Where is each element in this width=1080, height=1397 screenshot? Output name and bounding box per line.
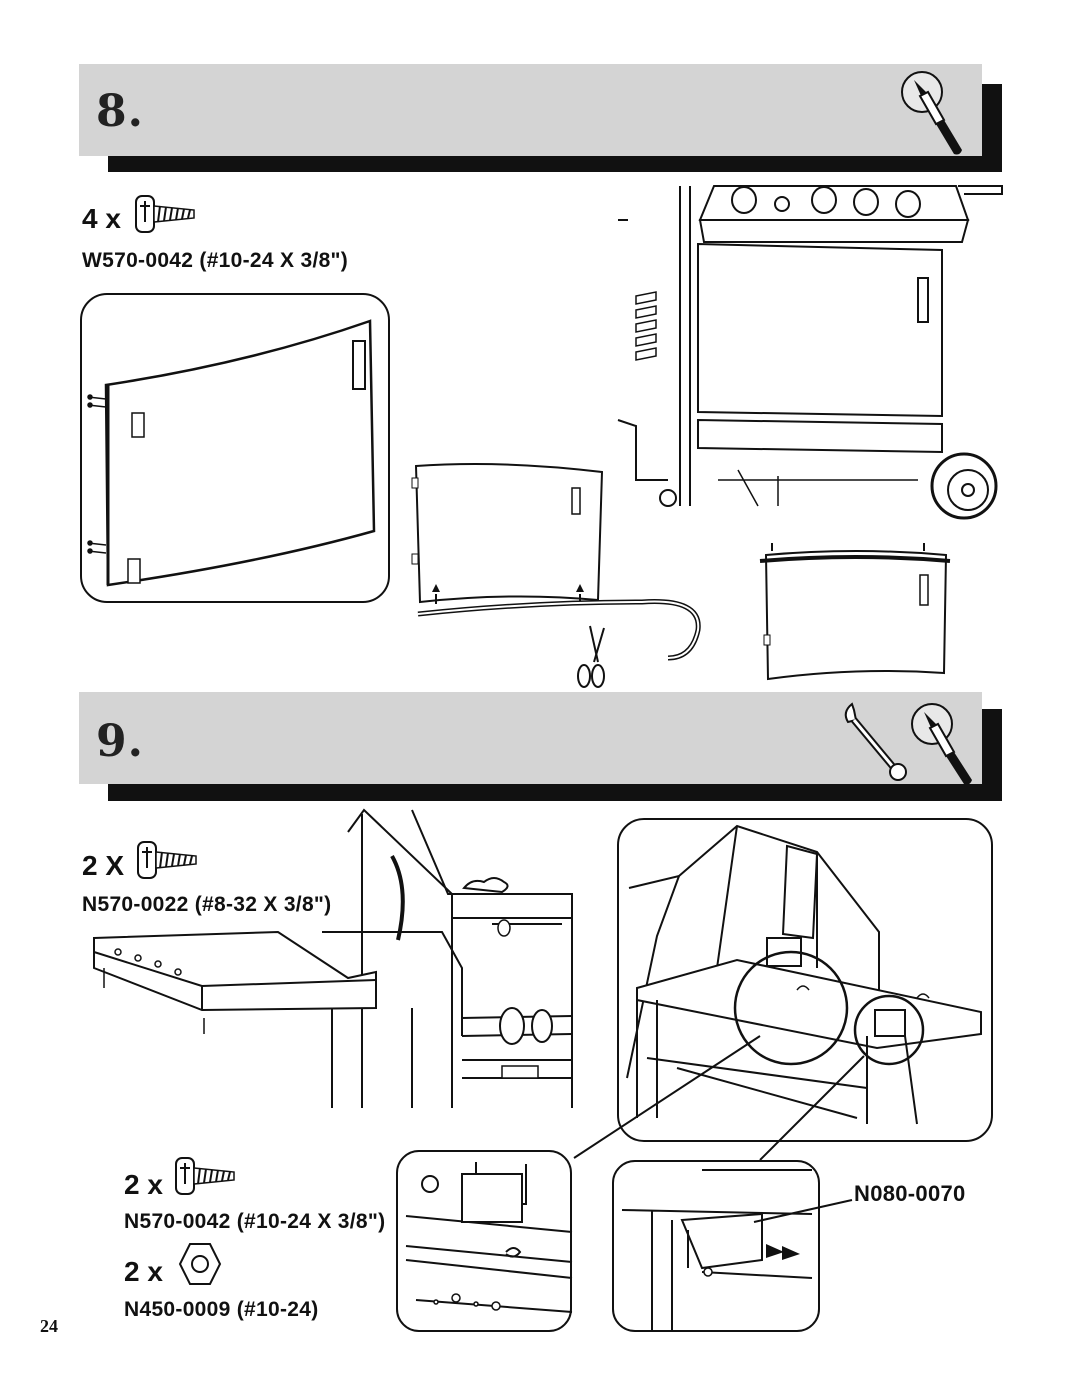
step-9-part-number-1: N570-0022 (#8-32 X 3/8") <box>82 893 332 916</box>
step-9-quantity-3: 2 x <box>124 1256 163 1287</box>
callout-part-label: N080-0070 <box>854 1181 966 1206</box>
door-trim-installation <box>411 463 701 688</box>
screw-icon <box>135 195 195 233</box>
screw-icon <box>137 841 197 879</box>
screw-icon <box>175 1157 235 1195</box>
callout-leader-lines <box>573 1035 865 1161</box>
step-8-part-number: W570-0042 (#10-24 X 3/8") <box>82 249 349 272</box>
side-shelf-assembly <box>93 808 573 1108</box>
door-with-trim-detail <box>759 543 951 681</box>
screwdriver-icon <box>901 71 962 155</box>
hex-nut-icon <box>178 1243 222 1285</box>
step-9-quantity-1: 2 X <box>82 850 125 881</box>
page-number: 24 <box>40 1316 58 1336</box>
wrench-icon <box>844 702 907 781</box>
step-9-part-number-3: N450-0009 (#10-24) <box>124 1298 319 1321</box>
step-9-quantity-2: 2 x <box>124 1169 163 1200</box>
shelf-mounted-detail <box>617 818 993 1142</box>
step-8-number: 8. <box>96 86 144 137</box>
step-8-quantity: 4 x <box>82 203 121 234</box>
banner-face <box>79 64 982 156</box>
bracket-closeup-right <box>612 1160 820 1332</box>
banner-face <box>79 692 982 784</box>
step-9-number: 9. <box>96 716 144 767</box>
step-9-part-number-2: N570-0042 (#10-24 X 3/8") <box>124 1210 386 1233</box>
bracket-closeup-left <box>396 1150 573 1332</box>
grill-cabinet-door-installed <box>617 185 1003 520</box>
screwdriver-icon <box>911 703 972 785</box>
part-leader-line <box>753 1199 853 1223</box>
door-hinge-detail <box>80 293 390 603</box>
